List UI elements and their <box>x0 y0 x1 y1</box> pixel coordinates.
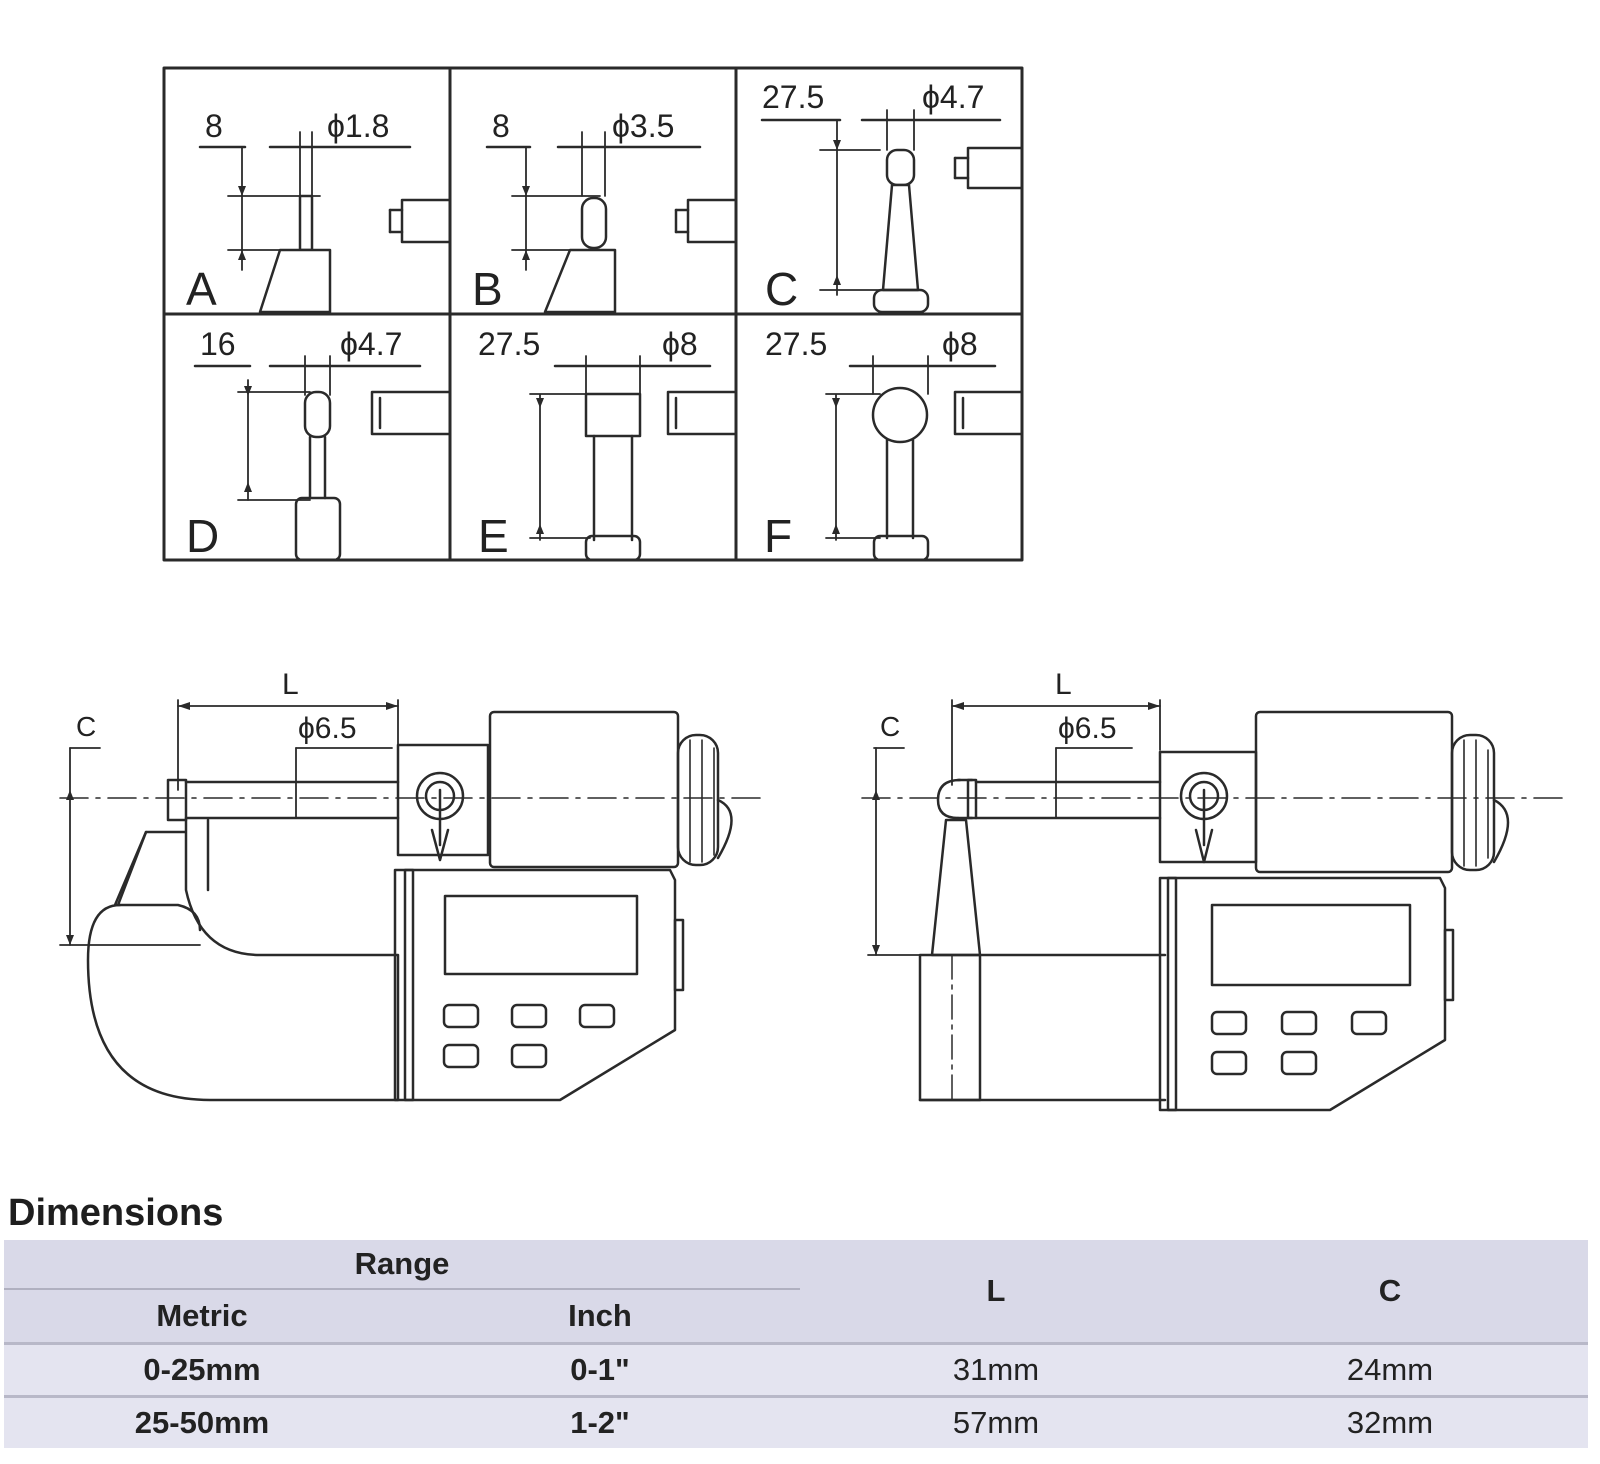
c-dimension-label: C <box>76 711 96 742</box>
tip-diameter-label: ϕ3.5 <box>612 108 674 144</box>
l-cell: 31mm <box>800 1342 1192 1397</box>
tip-diameter-label: ϕ8 <box>942 326 978 362</box>
l-cell: 57mm <box>800 1395 1192 1448</box>
l-dimension-label: L <box>1055 668 1072 701</box>
dimensions-table: Range L C Metric Inch 0-25mm 0-1" 31mm 2… <box>4 1240 1588 1448</box>
tip-letter: B <box>472 263 503 315</box>
tip-height-label: 27.5 <box>762 79 824 115</box>
dimensions-title: Dimensions <box>8 1192 224 1234</box>
micrometer-left: L C ϕ6.5 <box>59 668 769 1102</box>
tip-cell-b: B 8 ϕ3.5 <box>472 108 738 315</box>
l-header: L <box>986 1273 1006 1308</box>
tip-diameter-label: ϕ8 <box>662 326 698 362</box>
spindle-diameter-label: ϕ6.5 <box>298 712 357 745</box>
tip-letter: C <box>765 263 798 315</box>
table-row: 0-25mm 0-1" 31mm 24mm <box>4 1342 1588 1397</box>
tip-letter: A <box>186 263 217 315</box>
inch-cell: 0-1" <box>400 1342 800 1397</box>
metric-cell: 25-50mm <box>4 1395 400 1448</box>
c-dimension-label: C <box>880 711 900 742</box>
range-header: Range <box>4 1240 800 1290</box>
c-cell: 24mm <box>1192 1342 1588 1397</box>
tip-height-label: 27.5 <box>478 326 540 362</box>
c-header: C <box>1378 1273 1402 1308</box>
micrometer-drawing: A 8 ϕ1.8 B 8 ϕ3.5 <box>59 66 1563 1112</box>
tip-cell-e: E 27.5 ϕ8 <box>478 326 738 562</box>
tip-letter: D <box>186 510 219 562</box>
tip-height-label: 16 <box>200 326 236 362</box>
table-header-row: Range L C <box>4 1240 1588 1308</box>
tip-letter: E <box>478 510 509 562</box>
tip-height-label: 8 <box>492 108 510 144</box>
l-dimension-label: L <box>282 668 299 701</box>
inch-cell: 1-2" <box>400 1395 800 1448</box>
tip-diameter-label: ϕ4.7 <box>922 79 984 115</box>
tip-cell-c: C 27.5 ϕ4.7 <box>760 79 1024 315</box>
tip-diameter-label: ϕ1.8 <box>327 108 389 144</box>
tip-cell-d: D 16 ϕ4.7 <box>186 326 452 562</box>
micrometer-right: L C ϕ6.5 <box>861 668 1563 1112</box>
table-row: 25-50mm 1-2" 57mm 32mm <box>4 1395 1588 1448</box>
tip-height-label: 8 <box>205 108 223 144</box>
tip-diameter-label: ϕ4.7 <box>340 326 402 362</box>
inch-header: Inch <box>568 1298 632 1333</box>
tip-height-label: 27.5 <box>765 326 827 362</box>
tip-cell-a: A 8 ϕ1.8 <box>186 108 452 315</box>
metric-header: Metric <box>156 1298 248 1333</box>
tip-cell-f: F 27.5 ϕ8 <box>764 326 1024 562</box>
spindle-diameter-label: ϕ6.5 <box>1058 712 1117 745</box>
c-cell: 32mm <box>1192 1395 1588 1448</box>
metric-cell: 0-25mm <box>4 1342 400 1397</box>
tip-letter: F <box>764 510 792 562</box>
